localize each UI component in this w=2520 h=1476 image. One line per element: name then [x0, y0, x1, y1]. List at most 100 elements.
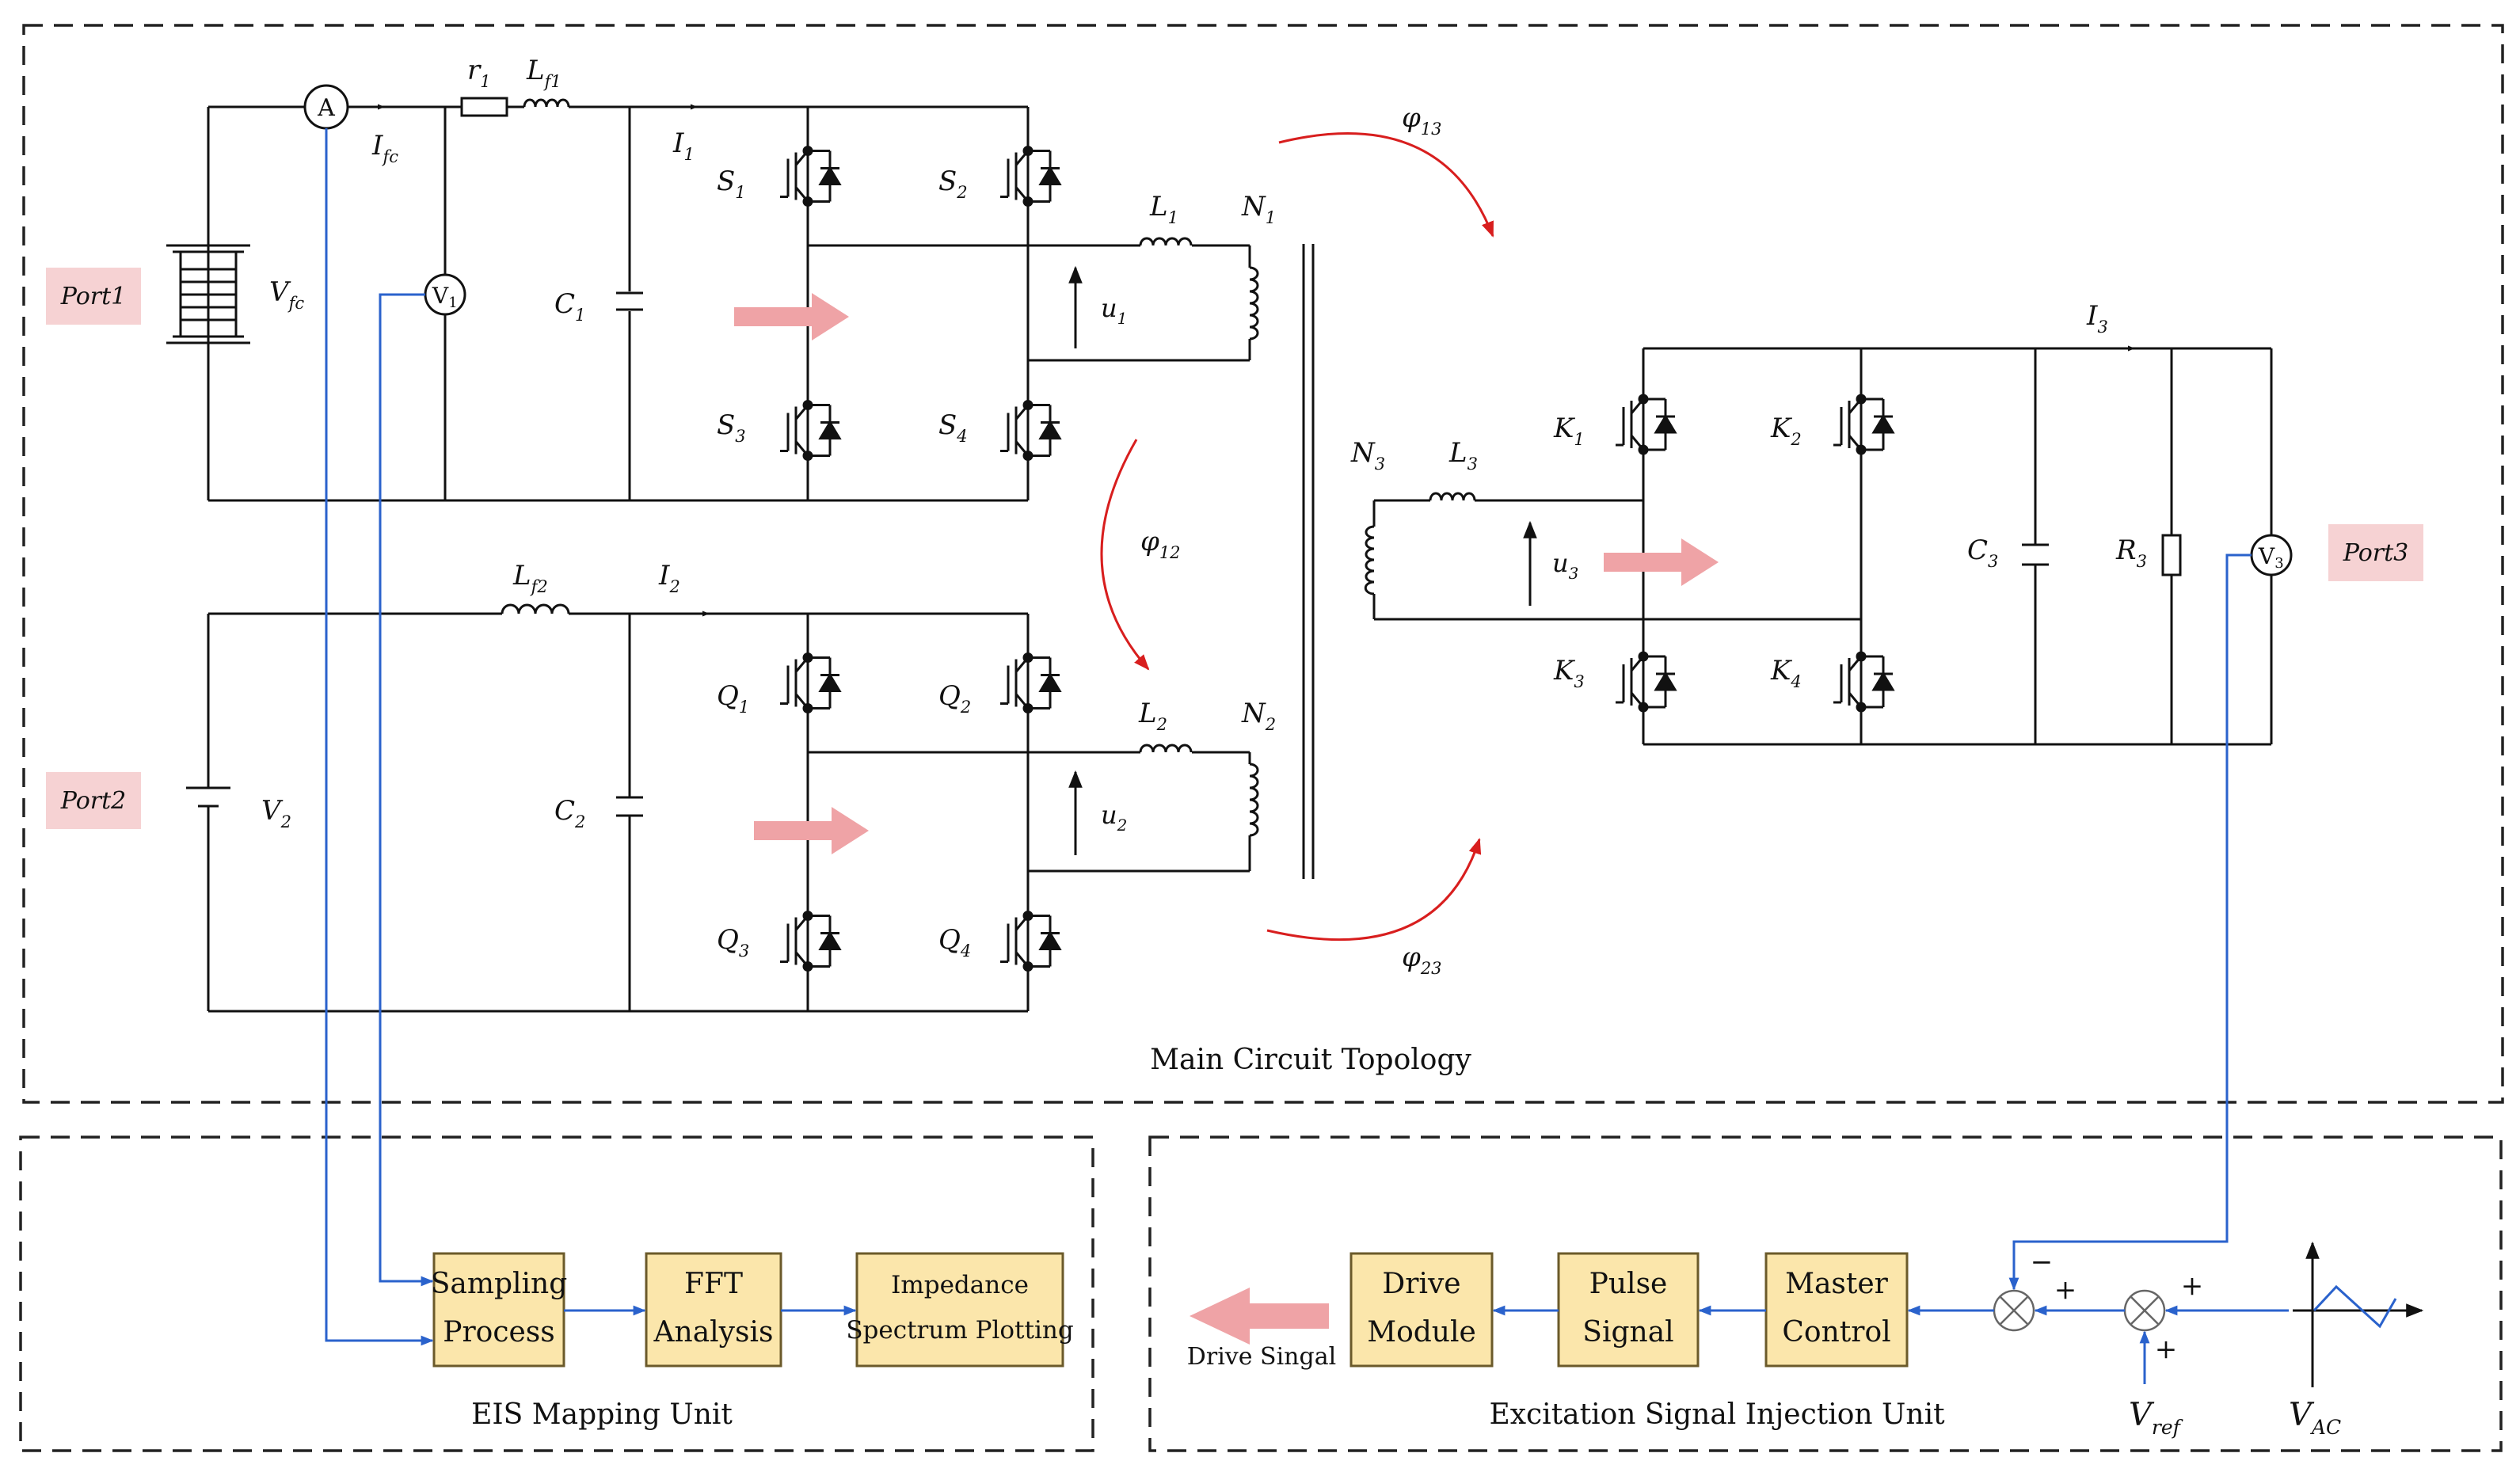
master-control-block: Master Control [1764, 1252, 1909, 1368]
fft-analysis-block: FFT Analysis [645, 1252, 782, 1368]
capacitor-c1 [616, 291, 643, 311]
svg-text:Pulse: Pulse [1589, 1268, 1668, 1300]
drive-module-block: Drive Module [1349, 1252, 1494, 1368]
sum1-plus-sign: + [2054, 1274, 2077, 1306]
label-vref: Vref [2129, 1397, 2183, 1439]
label-k2: K2 [1770, 413, 1802, 449]
label-r3: R3 [2115, 534, 2147, 571]
label-l1: L1 [1149, 191, 1178, 227]
svg-text:V: V [432, 283, 449, 309]
label-s1: S1 [717, 165, 746, 202]
igbt-s4 [1000, 360, 1062, 500]
label-i1: I1 [672, 127, 695, 164]
igbt-k2 [1833, 348, 1895, 500]
inductor-l2 [1139, 744, 1193, 753]
transformer-core [1302, 244, 1315, 879]
power-flow-arrow-2 [754, 807, 869, 854]
fuel-cell-stack-icon [166, 244, 250, 344]
sum2-plus-top-sign: + [2181, 1270, 2204, 1302]
svg-text:3: 3 [2274, 555, 2283, 572]
igbt-k3 [1616, 619, 1677, 744]
v1-signal-line [379, 293, 434, 1287]
svg-text:FFT: FFT [684, 1268, 743, 1300]
label-q2: Q2 [938, 680, 971, 717]
main-frame-title: Main Circuit Topology [1150, 1044, 1471, 1076]
ammeter-icon: A [303, 84, 349, 130]
svg-text:Port2: Port2 [60, 787, 127, 815]
resistor-r3 [2161, 534, 2182, 576]
ammeter-signal-line [325, 128, 434, 1346]
label-k4: K4 [1770, 655, 1802, 691]
phase-shift-arcs [1100, 132, 1494, 942]
label-p13: φ13 [1402, 102, 1442, 139]
igbt-k4 [1833, 619, 1895, 744]
label-c3: C3 [1967, 534, 1998, 571]
capacitor-c3 [2022, 543, 2049, 566]
label-c2: C2 [554, 795, 585, 831]
inductor-lf2 [501, 603, 570, 614]
resistor-r1 [460, 97, 508, 117]
svg-text:Sampling: Sampling [431, 1268, 568, 1300]
label-lf2: Lf2 [512, 560, 548, 596]
inductor-l3 [1429, 492, 1476, 501]
label-k1: K1 [1553, 413, 1585, 449]
svg-text:V: V [2258, 543, 2275, 569]
label-ifc: Ifc [371, 130, 398, 166]
label-u3: u3 [1552, 548, 1578, 583]
phi23-arc [1266, 838, 1482, 942]
label-vfc: Vfc [269, 276, 304, 313]
winding-n1 [1249, 266, 1259, 340]
label-i3: I3 [2086, 300, 2108, 337]
sum2-plus-bottom-sign: + [2155, 1333, 2178, 1365]
v3-feedback-line [2008, 554, 2252, 1291]
igbt-k1 [1616, 348, 1677, 500]
svg-text:Process: Process [443, 1316, 555, 1349]
label-n1: N1 [1241, 191, 1276, 227]
switch-group [780, 107, 1895, 1011]
inductor-lf1 [523, 98, 570, 108]
igbt-s1 [780, 107, 842, 245]
excitation-frame [1148, 1136, 2503, 1452]
port1-badge: Port1 [46, 268, 141, 325]
label-u2: u2 [1101, 800, 1127, 835]
label-lf1: Lf1 [526, 55, 561, 91]
port2-circuit [207, 611, 1251, 1013]
port1-circuit [207, 104, 1251, 502]
svg-text:Impedance: Impedance [891, 1271, 1029, 1299]
sum-junction-2 [2123, 1289, 2166, 1332]
igbt-q2 [1000, 614, 1062, 752]
label-q1: Q1 [717, 680, 749, 717]
svg-text:Module: Module [1367, 1316, 1476, 1349]
capacitor-c2 [616, 796, 643, 817]
label-vac: VAC [2289, 1397, 2341, 1439]
igbt-s2 [1000, 107, 1062, 245]
impedance-plotting-block: Impedance Spectrum Plotting [846, 1252, 1074, 1368]
label-p12: φ12 [1140, 526, 1181, 562]
label-c1: C1 [554, 288, 585, 325]
svg-text:Port1: Port1 [60, 283, 127, 310]
port3-badge: Port3 [2328, 524, 2423, 581]
phi12-arc [1100, 439, 1150, 671]
voltmeter-v1-icon: V 1 [424, 273, 466, 316]
excitation-frame-title: Excitation Signal Injection Unit [1489, 1398, 1945, 1431]
phi13-arc [1278, 132, 1494, 238]
battery-v2-icon [186, 786, 230, 808]
label-p23: φ23 [1402, 942, 1442, 978]
sum1-minus-sign: − [2031, 1246, 2054, 1278]
igbt-q3 [780, 871, 842, 1011]
inductor-l1 [1139, 237, 1193, 246]
power-flow-arrow-1 [734, 293, 849, 340]
port3-circuit [1372, 345, 2273, 746]
label-k3: K3 [1553, 655, 1585, 691]
label-n3: N3 [1350, 437, 1385, 474]
label-v2: V2 [261, 795, 291, 831]
svg-text:Signal: Signal [1582, 1316, 1673, 1349]
sampling-process-block: Sampling Process [431, 1252, 568, 1368]
svg-text:Port3: Port3 [2343, 539, 2409, 567]
winding-n3 [1364, 525, 1375, 595]
voltmeter-v3-icon: V 3 [2250, 534, 2293, 576]
svg-text:Control: Control [1782, 1316, 1890, 1349]
svg-text:Spectrum Plotting: Spectrum Plotting [846, 1316, 1073, 1345]
label-q4: Q4 [938, 924, 971, 961]
